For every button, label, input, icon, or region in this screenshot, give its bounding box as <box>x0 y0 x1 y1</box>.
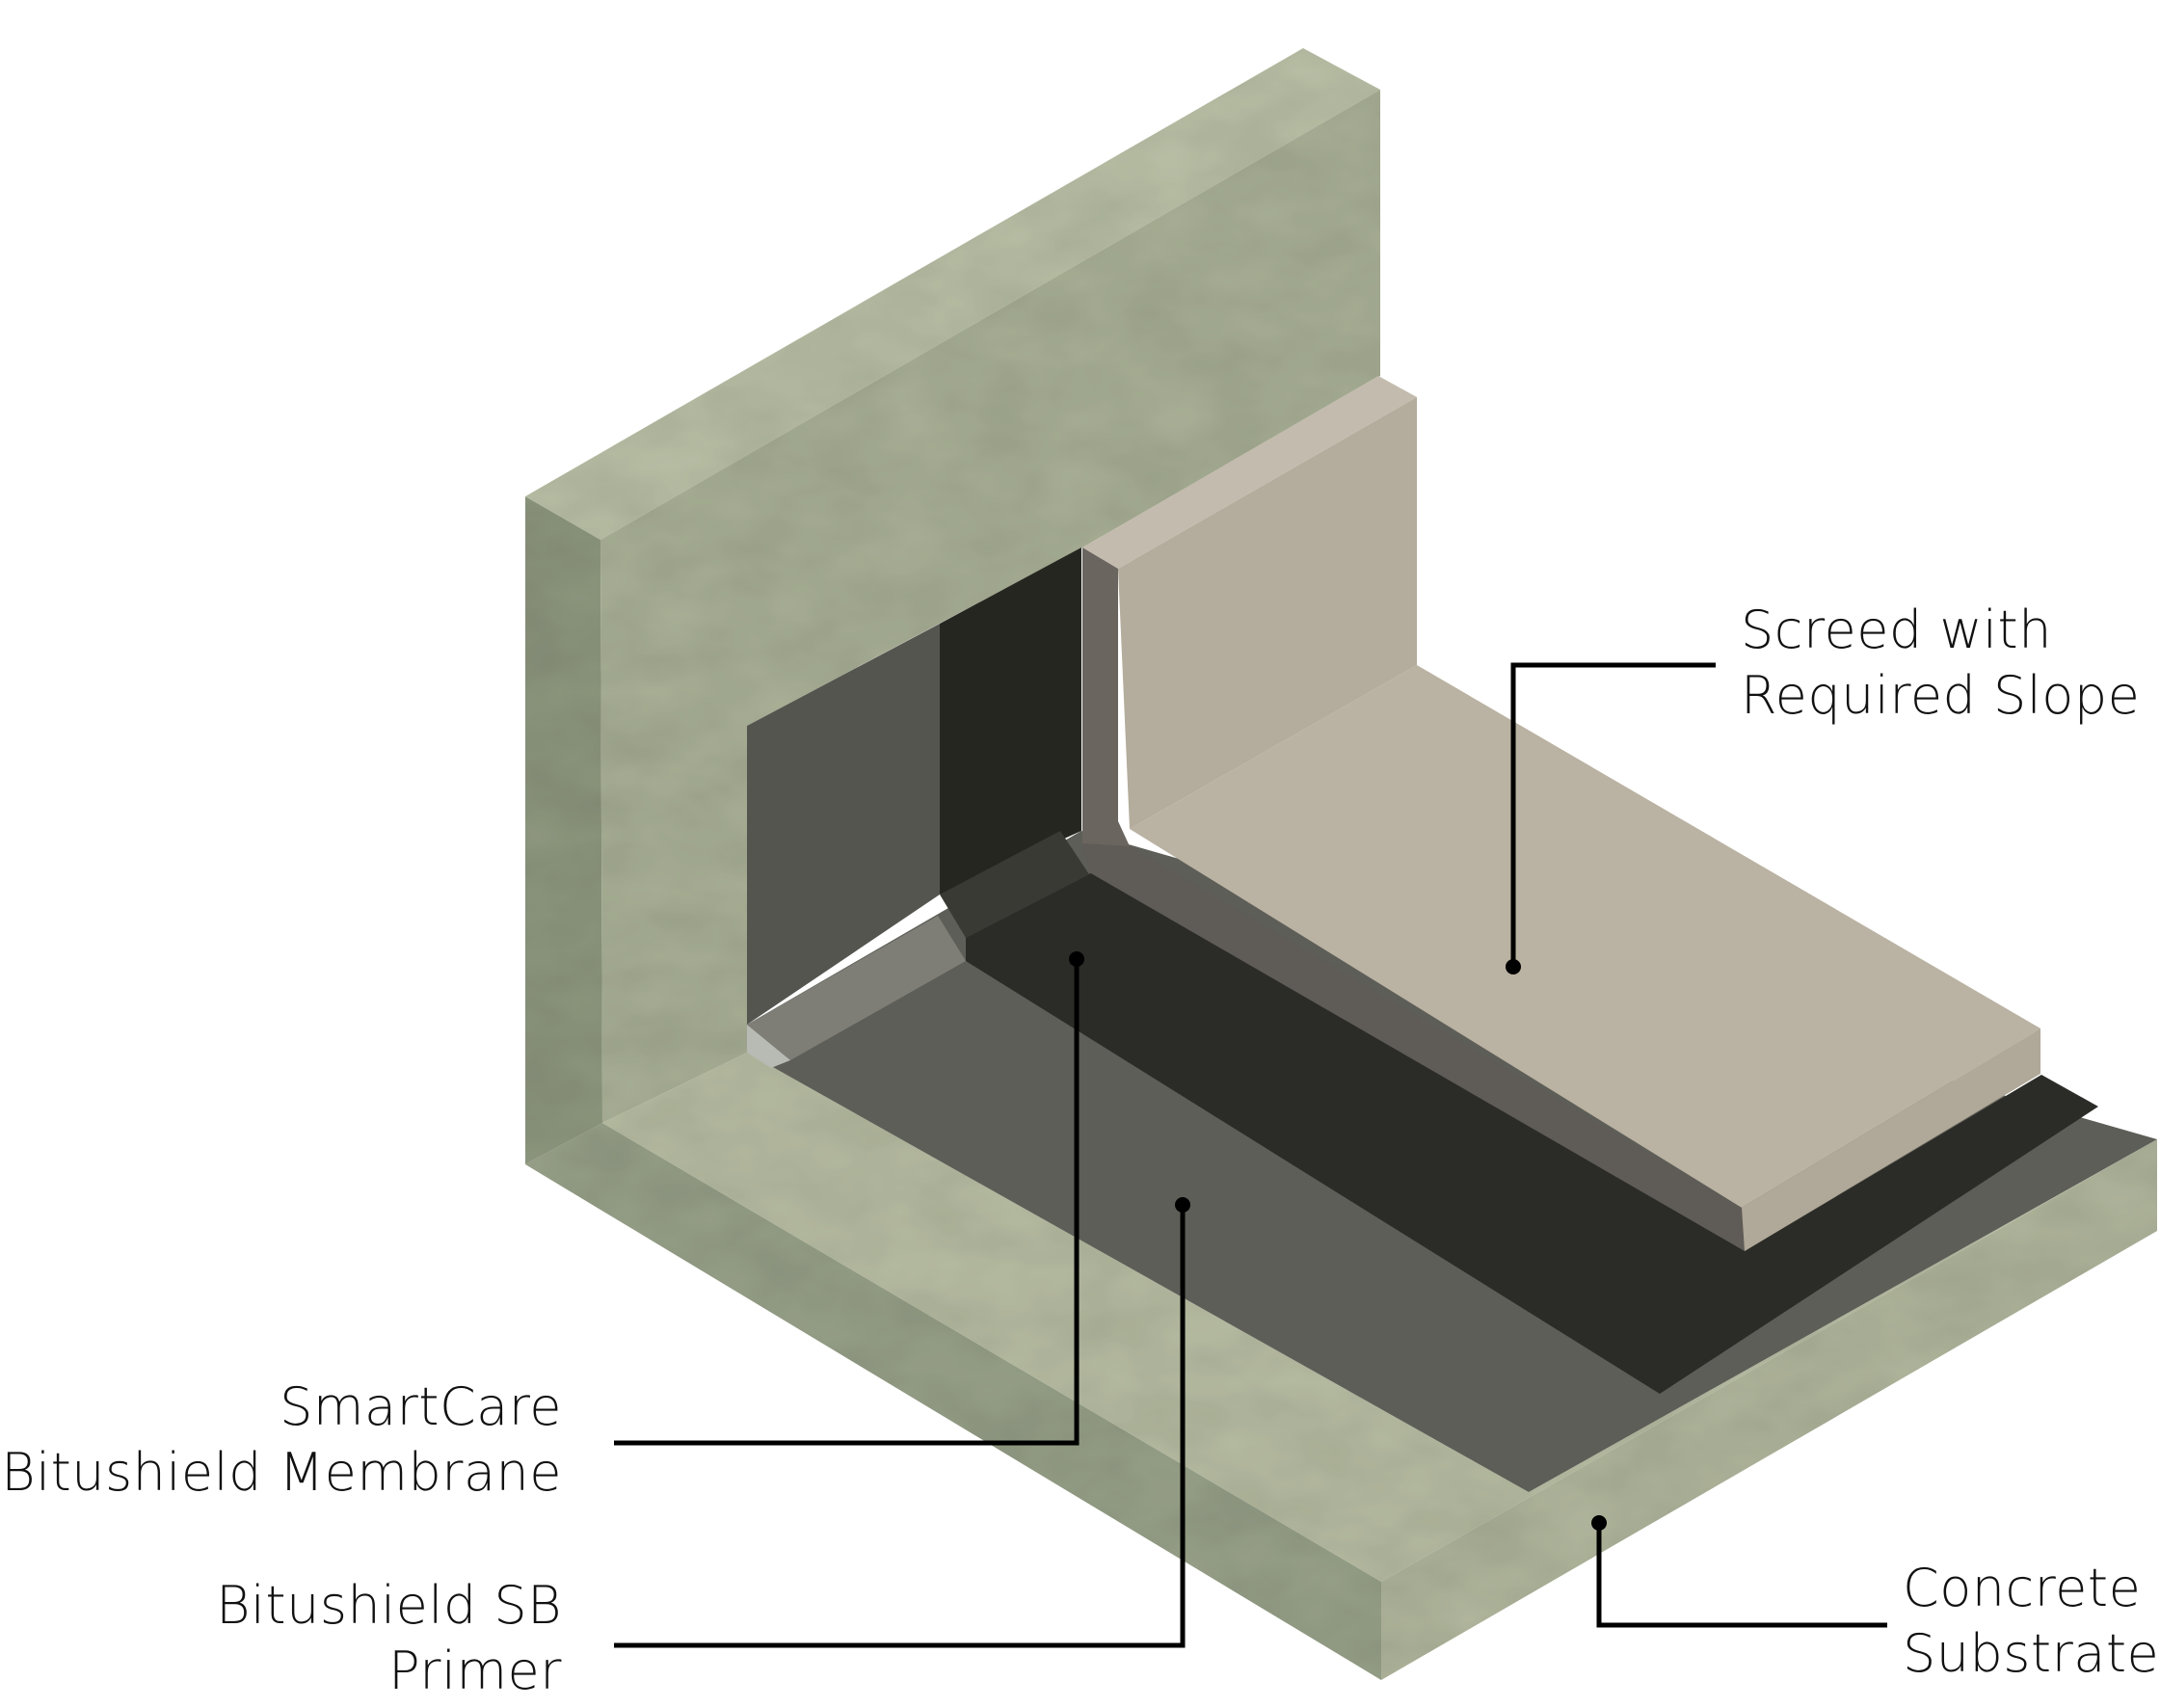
slab-top-rim <box>602 1053 2157 1582</box>
membrane-leader-line <box>614 959 1080 1446</box>
leader-dots <box>1069 951 1607 1531</box>
label-membrane-line1: SmartCare <box>280 1376 562 1437</box>
screed-upstand-face <box>1118 397 1417 829</box>
concrete-leader-line <box>1596 1523 1887 1628</box>
wall-top-face <box>525 48 1380 540</box>
membrane-pointer-dot <box>1069 951 1084 967</box>
screed-slab-right <box>1742 1028 2040 1251</box>
wall-front-face <box>600 90 1380 1123</box>
screed-upstand-side <box>1082 547 1130 846</box>
label-concrete: Concrete Substrate <box>1903 1556 2159 1687</box>
primer-pointer-dot <box>1175 1197 1190 1213</box>
screed-layer <box>1082 376 2040 1251</box>
membrane-wall-fillet <box>940 831 1089 938</box>
screed-upstand-top <box>1082 376 1417 569</box>
label-concrete-line1: Concrete <box>1903 1558 2142 1618</box>
concrete-floor-slab <box>525 1053 2157 1680</box>
screed-slab-top <box>1130 665 2040 1208</box>
primer-wall <box>747 624 940 1025</box>
slab-front-face <box>525 1123 1381 1680</box>
leader-lines <box>614 662 1887 1648</box>
label-membrane-line2: Bitushield Membrane <box>1 1442 562 1503</box>
label-screed-line1: Screed with <box>1741 600 2052 660</box>
primer-fillet-end <box>747 1025 790 1068</box>
concrete-wall <box>525 48 1380 1164</box>
screed-leader-line <box>1510 662 1716 967</box>
screed-slab-front <box>1082 843 1745 1251</box>
membrane-wall <box>940 547 1081 894</box>
wall-side-face <box>525 496 602 1164</box>
label-concrete-line2: Substrate <box>1903 1623 2160 1684</box>
label-membrane: SmartCare Bitushield Membrane <box>1 1374 562 1506</box>
label-primer: Bitushield SB Primer <box>216 1573 562 1704</box>
primer-fillet <box>747 916 966 1060</box>
concrete-pointer-dot <box>1591 1515 1607 1531</box>
primer-leader-line <box>614 1205 1186 1648</box>
slab-right-face <box>1381 1139 2157 1680</box>
screed-pointer-dot <box>1506 959 1521 974</box>
label-primer-line1: Bitushield SB <box>216 1575 562 1636</box>
label-screed: Screed with Required Slope <box>1741 598 2140 729</box>
label-screed-line2: Required Slope <box>1741 665 2141 726</box>
label-primer-line2: Primer <box>388 1641 562 1701</box>
